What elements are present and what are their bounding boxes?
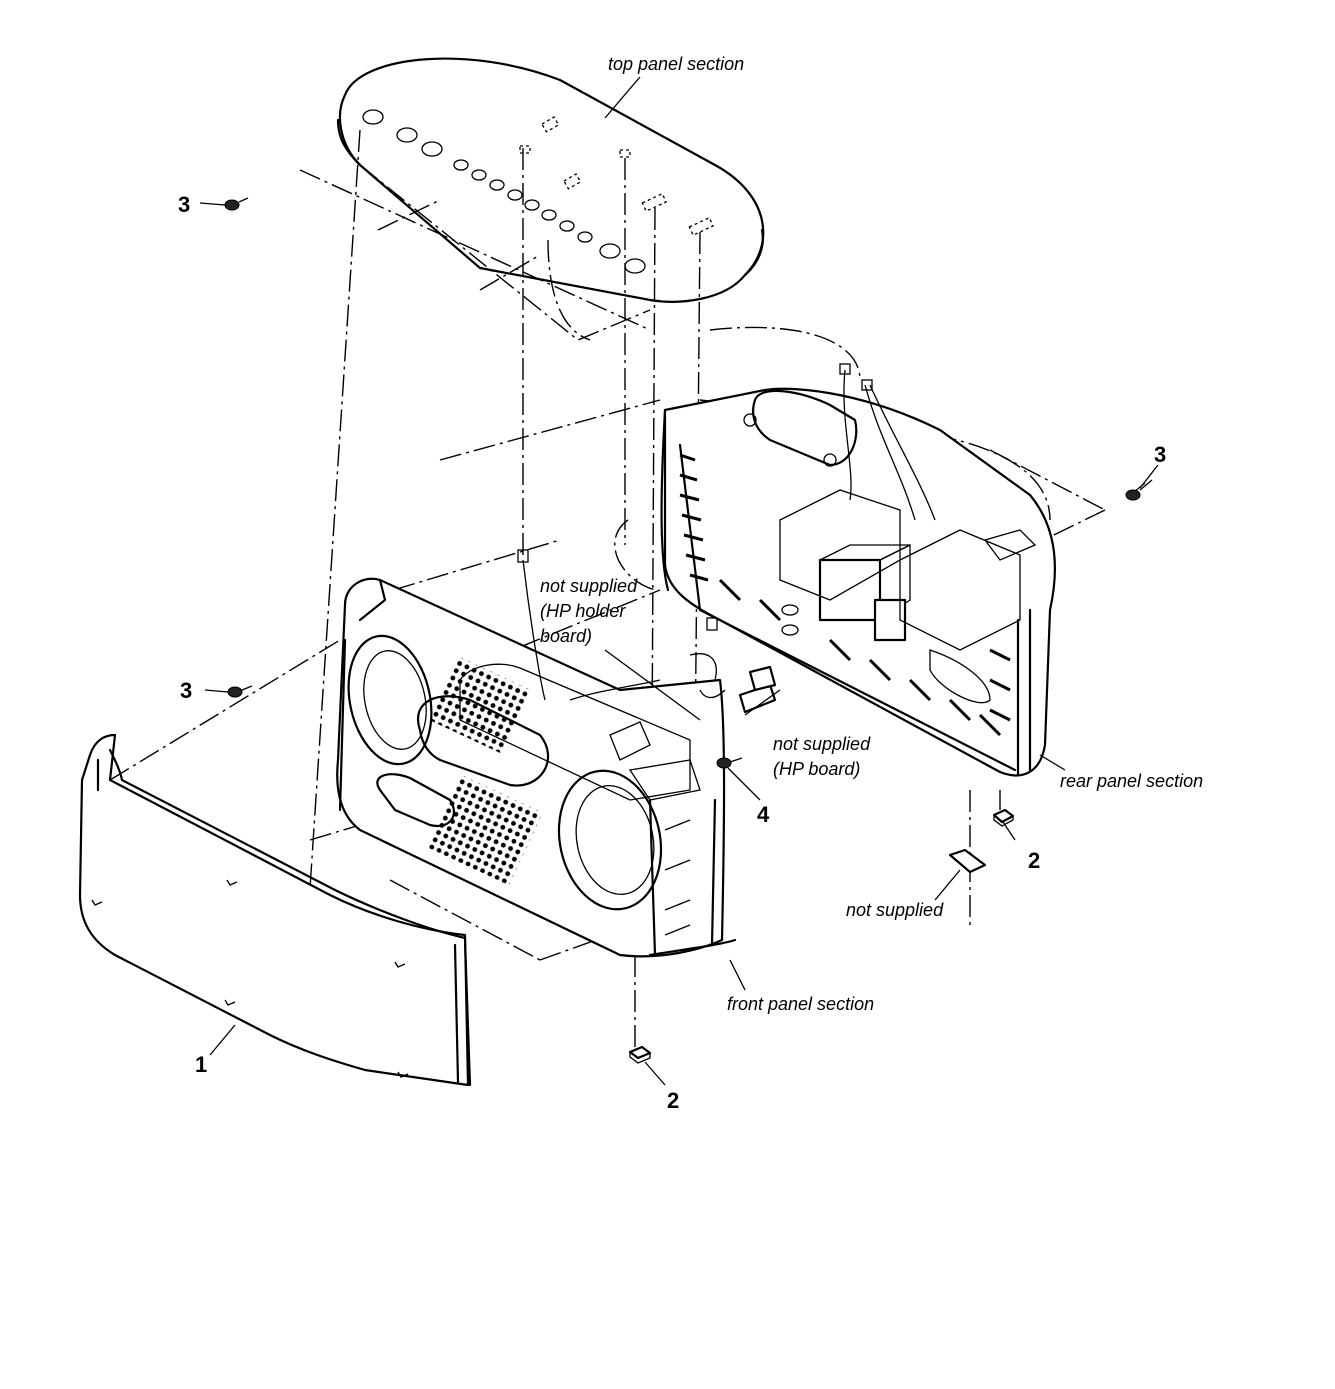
label-top-panel-section: top panel section	[608, 54, 744, 74]
screw-right	[1125, 479, 1153, 501]
not-supplied-plate	[948, 848, 987, 874]
label-hp-holder-board-line3: board)	[540, 626, 592, 646]
callout-4-front: 4	[757, 802, 770, 827]
callout-2-rear: 2	[1028, 848, 1040, 873]
callout-1-cover: 1	[195, 1052, 207, 1077]
foot-rear	[992, 808, 1015, 827]
callout-3-top-left: 3	[178, 192, 190, 217]
rear-panel	[660, 363, 1056, 777]
label-rear-panel-section: rear panel section	[1060, 771, 1203, 791]
leader-lines	[109, 129, 1106, 1050]
label-not-supplied: not supplied	[846, 900, 944, 920]
label-hp-board-line2: (HP board)	[773, 759, 860, 779]
label-leaders	[209, 76, 1159, 1086]
front-grille	[427, 656, 543, 886]
hp-board	[738, 665, 777, 714]
foot-front	[628, 1045, 652, 1064]
rear-ribs-left	[679, 453, 709, 582]
label-front-panel-section: front panel section	[727, 994, 874, 1014]
screw-top-left	[199, 197, 249, 211]
callout-2-front: 2	[667, 1088, 679, 1113]
front-panel	[336, 549, 737, 958]
label-not-supplied-hp-holder: not supplied	[540, 576, 638, 596]
screw-front	[716, 757, 761, 801]
callout-3-left: 3	[180, 678, 192, 703]
rear-ribs-bottom	[718, 578, 1011, 737]
screw-left	[204, 685, 253, 698]
label-hp-holder-board-line2: (HP holder	[540, 601, 626, 621]
label-not-supplied-hp-board: not supplied	[773, 734, 871, 754]
callout-3-right: 3	[1154, 442, 1166, 467]
front-cover	[78, 733, 472, 1087]
top-panel	[336, 57, 765, 303]
